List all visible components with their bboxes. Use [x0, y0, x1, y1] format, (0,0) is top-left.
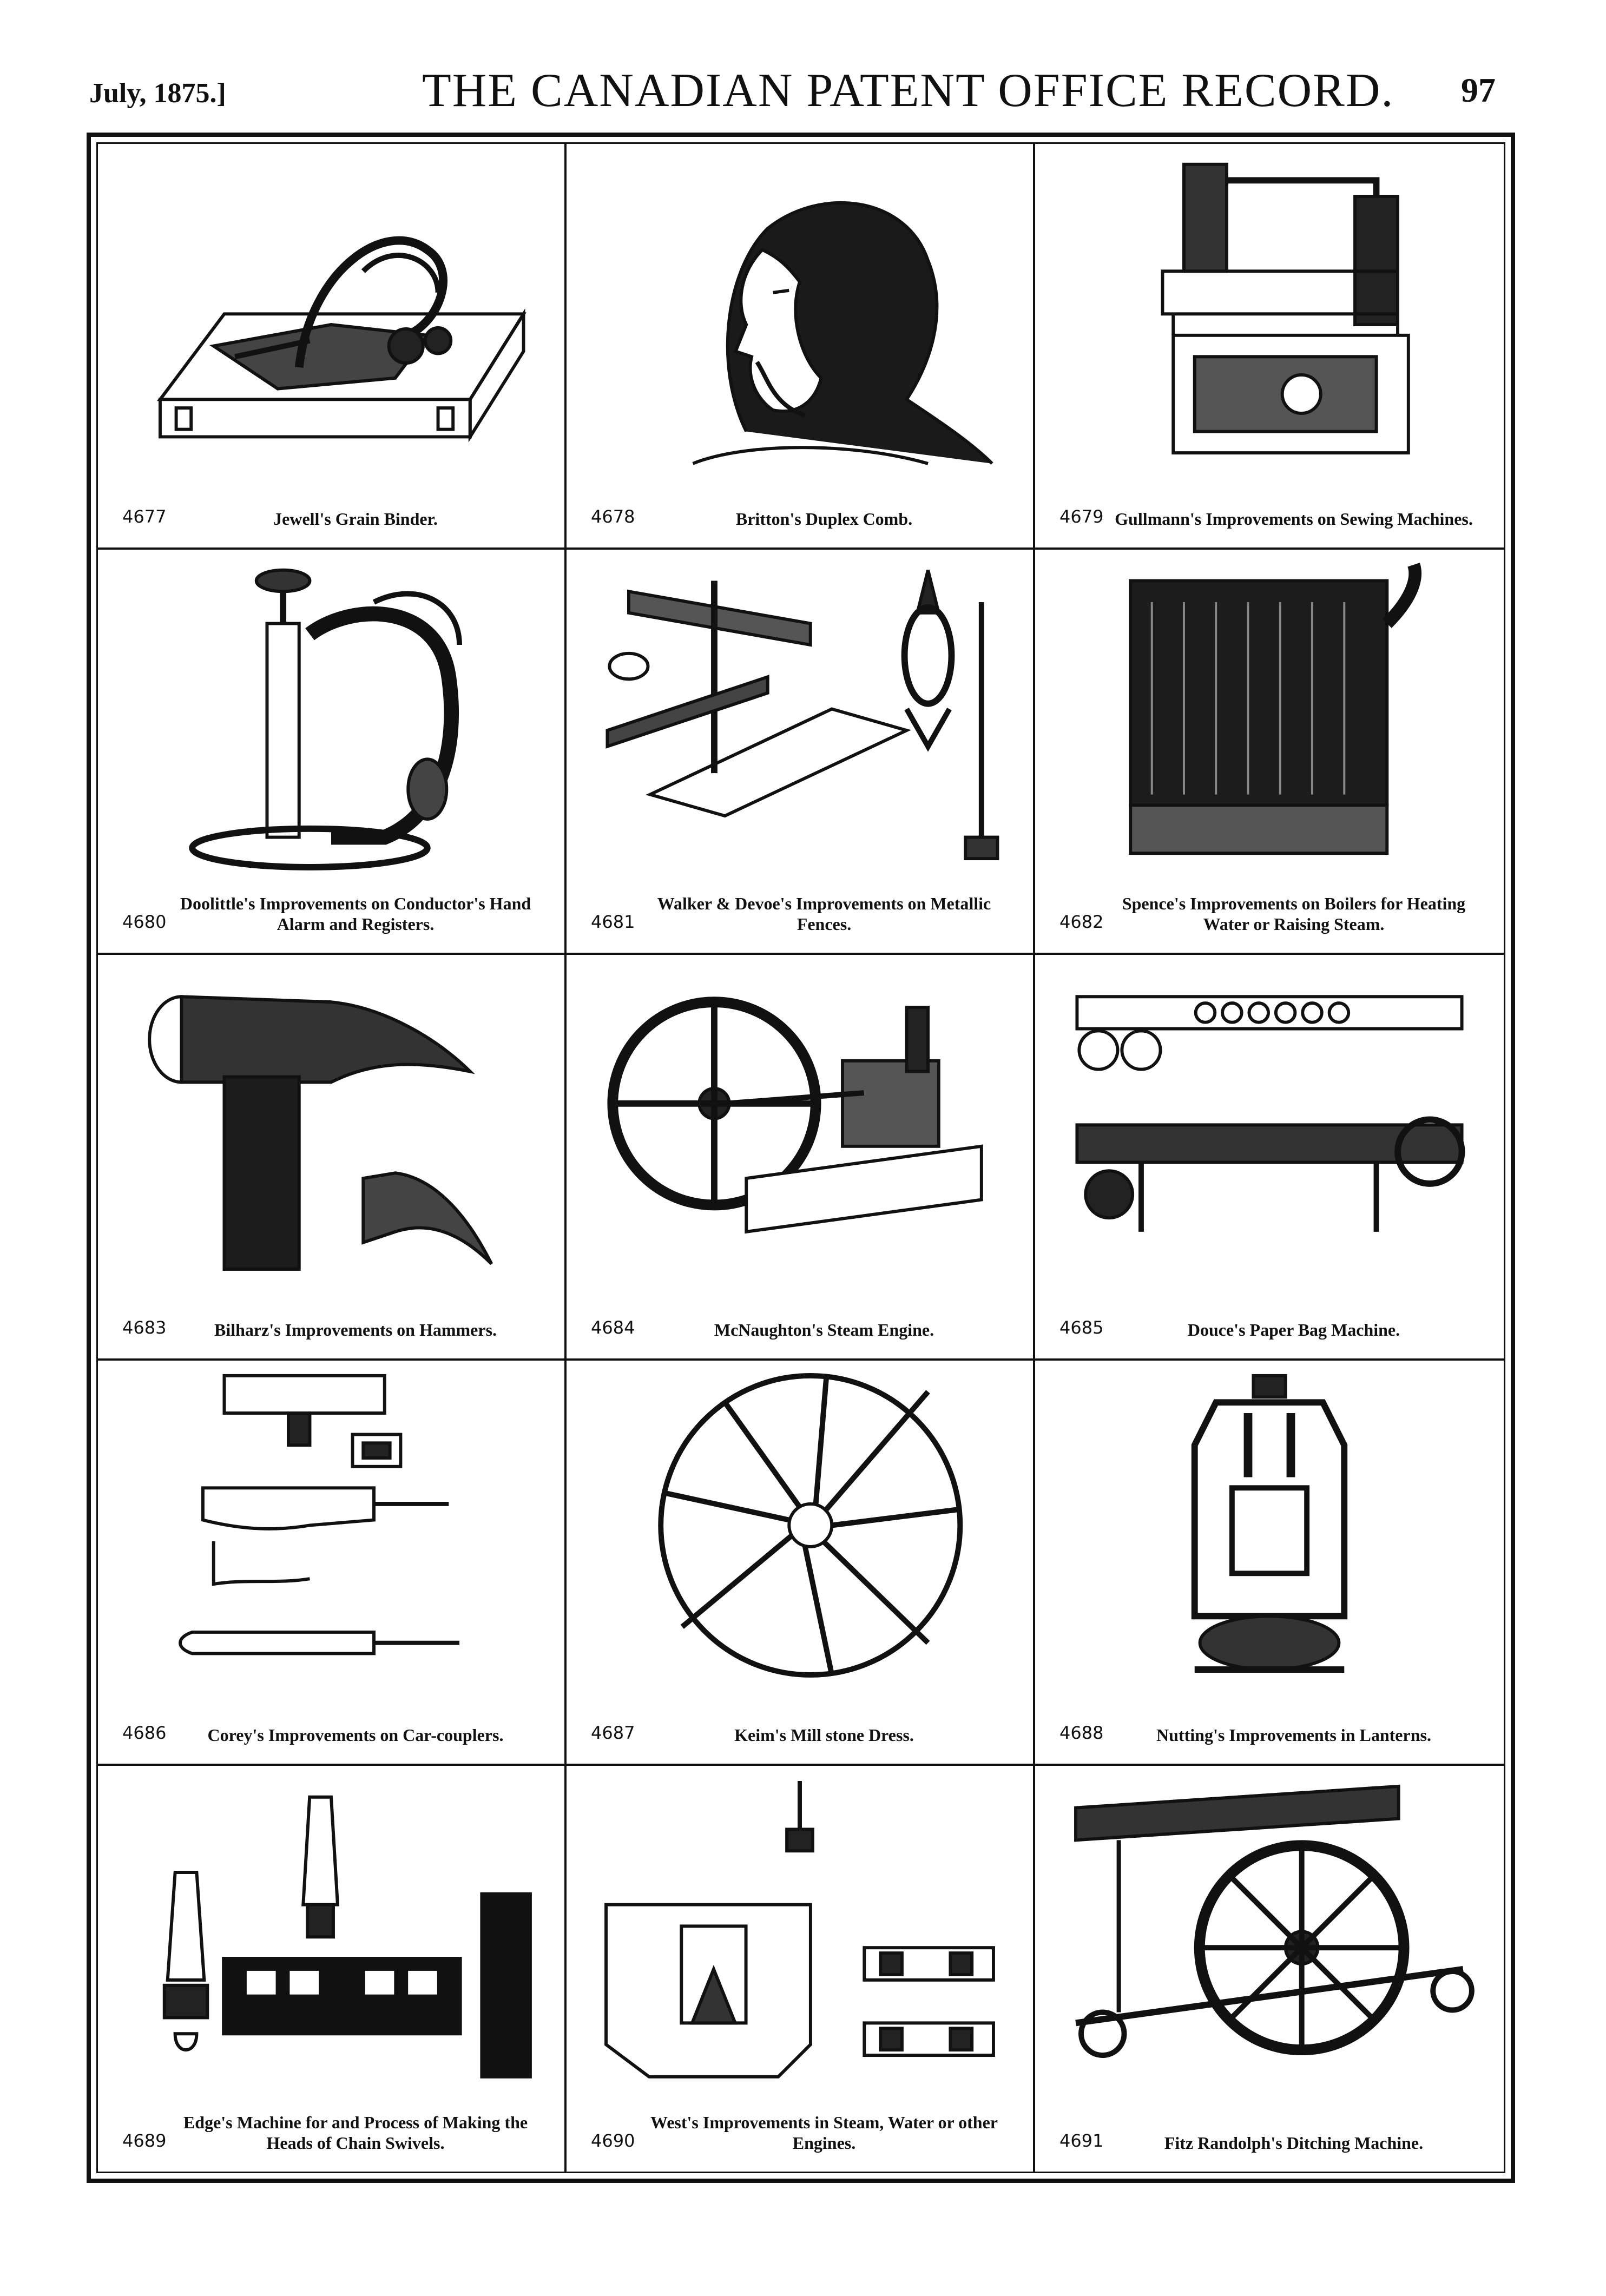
patent-cell-4677: 4677 Jewell's Grain Binder. [98, 144, 567, 550]
patent-caption: 4690 West's Improvements in Steam, Water… [567, 2104, 1033, 2164]
page-header: July, 1875.] THE CANADIAN PATENT OFFICE … [0, 51, 1606, 117]
steam-engine-icon [577, 965, 1022, 1285]
millstone-dress-icon [577, 1370, 1022, 1691]
patent-number: 4680 [122, 912, 167, 933]
patent-number: 4683 [122, 1317, 167, 1338]
patent-title: Edge's Machine for and Process of Making… [183, 2112, 528, 2153]
patent-caption: 4677 Jewell's Grain Binder. [98, 480, 564, 540]
patent-number: 4690 [591, 2130, 635, 2151]
engine-valve-icon [577, 1776, 1022, 2099]
patent-title: Gullmann's Improvements on Sewing Machin… [1115, 509, 1473, 529]
patent-number: 4681 [591, 912, 635, 933]
patent-number: 4686 [122, 1723, 167, 1744]
patent-title: Spence's Improvements on Boilers for Hea… [1122, 894, 1466, 934]
ditching-machine-icon [1046, 1776, 1493, 2099]
hand-alarm-register-icon [109, 559, 554, 880]
patent-number: 4679 [1059, 506, 1104, 527]
patent-caption: 4683 Bilharz's Improvements on Hammers. [98, 1291, 564, 1351]
patent-figure-grid: 4677 Jewell's Grain Binder. 4678 [98, 144, 1504, 2172]
patent-cell-4679: 4679 Gullmann's Improvements on Sewing M… [1035, 144, 1504, 550]
patent-number: 4677 [122, 506, 167, 527]
chain-swivel-machine-icon [109, 1776, 554, 2099]
patent-title: Doolittle's Improvements on Conductor's … [180, 894, 531, 934]
hammer-icon [109, 965, 554, 1285]
patent-number: 4688 [1059, 1723, 1104, 1744]
patent-figure-inner-border: 4677 Jewell's Grain Binder. 4678 [96, 142, 1505, 2173]
patent-caption: 4691 Fitz Randolph's Ditching Machine. [1035, 2104, 1504, 2164]
patent-number: 4689 [122, 2130, 167, 2151]
patent-caption: 4682 Spence's Improvements on Boilers fo… [1035, 886, 1504, 945]
patent-cell-4678: 4678 Britton's Duplex Comb. [567, 144, 1035, 550]
issue-date: July, 1875.] [89, 78, 226, 109]
patent-title: Bilharz's Improvements on Hammers. [214, 1319, 497, 1340]
patent-title: McNaughton's Steam Engine. [714, 1319, 934, 1340]
patent-cell-4687: 4687 Keim's Mill stone Dress. [567, 1360, 1035, 1766]
patent-cell-4684: 4684 McNaughton's Steam Engine. [567, 955, 1035, 1361]
grain-binder-icon [109, 154, 554, 474]
patent-cell-4681: 4681 Walker & Devoe's Improvements on Me… [567, 549, 1035, 955]
boiler-icon [1046, 559, 1493, 880]
patent-cell-4688: 4688 Nutting's Improvements in Lanterns. [1035, 1361, 1504, 1766]
patent-caption: 4687 Keim's Mill stone Dress. [567, 1697, 1033, 1756]
sewing-machine-icon [1046, 154, 1493, 474]
patent-title: West's Improvements in Steam, Water or o… [650, 2112, 998, 2153]
patent-caption: 4688 Nutting's Improvements in Lanterns. [1035, 1697, 1504, 1756]
patent-cell-4682: 4682 Spence's Improvements on Boilers fo… [1035, 550, 1504, 955]
patent-title: Douce's Paper Bag Machine. [1187, 1319, 1400, 1340]
patent-caption: 4689 Edge's Machine for and Process of M… [98, 2104, 564, 2164]
patent-title: Walker & Devoe's Improvements on Metalli… [657, 894, 991, 934]
patent-cell-4685: 4685 Douce's Paper Bag Machine. [1035, 955, 1504, 1361]
patent-cell-4686: 4686 Corey's Improvements on Car-coupler… [98, 1360, 567, 1766]
patent-title: Corey's Improvements on Car-couplers. [207, 1725, 504, 1745]
patent-number: 4682 [1059, 912, 1104, 933]
metallic-fence-icon [577, 559, 1022, 880]
patent-caption: 4679 Gullmann's Improvements on Sewing M… [1035, 480, 1504, 540]
duplex-comb-portrait-icon [577, 154, 1022, 474]
patent-cell-4690: 4690 West's Improvements in Steam, Water… [567, 1766, 1035, 2172]
patent-caption: 4684 McNaughton's Steam Engine. [567, 1291, 1033, 1351]
car-coupler-icon [109, 1370, 554, 1691]
patent-title: Jewell's Grain Binder. [273, 509, 438, 529]
patent-number: 4685 [1059, 1317, 1104, 1338]
patent-number: 4687 [591, 1723, 635, 1744]
patent-caption: 4685 Douce's Paper Bag Machine. [1035, 1291, 1504, 1351]
patent-caption: 4681 Walker & Devoe's Improvements on Me… [567, 886, 1033, 945]
patent-number: 4678 [591, 506, 635, 527]
page-number: 97 [1461, 71, 1496, 109]
patent-title: Nutting's Improvements in Lanterns. [1156, 1725, 1431, 1745]
patent-title: Britton's Duplex Comb. [735, 509, 913, 529]
patent-title: Keim's Mill stone Dress. [734, 1725, 914, 1745]
publication-title: THE CANADIAN PATENT OFFICE RECORD. [422, 64, 1394, 117]
patent-number: 4691 [1059, 2130, 1104, 2151]
patent-cell-4683: 4683 Bilharz's Improvements on Hammers. [98, 955, 567, 1361]
lantern-icon [1046, 1370, 1493, 1691]
patent-caption: 4686 Corey's Improvements on Car-coupler… [98, 1697, 564, 1756]
paper-bag-machine-icon [1046, 965, 1493, 1285]
patent-caption: 4680 Doolittle's Improvements on Conduct… [98, 886, 564, 945]
patent-figure-frame: 4677 Jewell's Grain Binder. 4678 [87, 133, 1515, 2183]
patent-number: 4684 [591, 1317, 635, 1338]
patent-caption: 4678 Britton's Duplex Comb. [567, 480, 1033, 540]
patent-cell-4691: 4691 Fitz Randolph's Ditching Machine. [1035, 1766, 1504, 2172]
patent-title: Fitz Randolph's Ditching Machine. [1164, 2133, 1424, 2153]
patent-cell-4689: 4689 Edge's Machine for and Process of M… [98, 1766, 567, 2172]
patent-cell-4680: 4680 Doolittle's Improvements on Conduct… [98, 549, 567, 955]
